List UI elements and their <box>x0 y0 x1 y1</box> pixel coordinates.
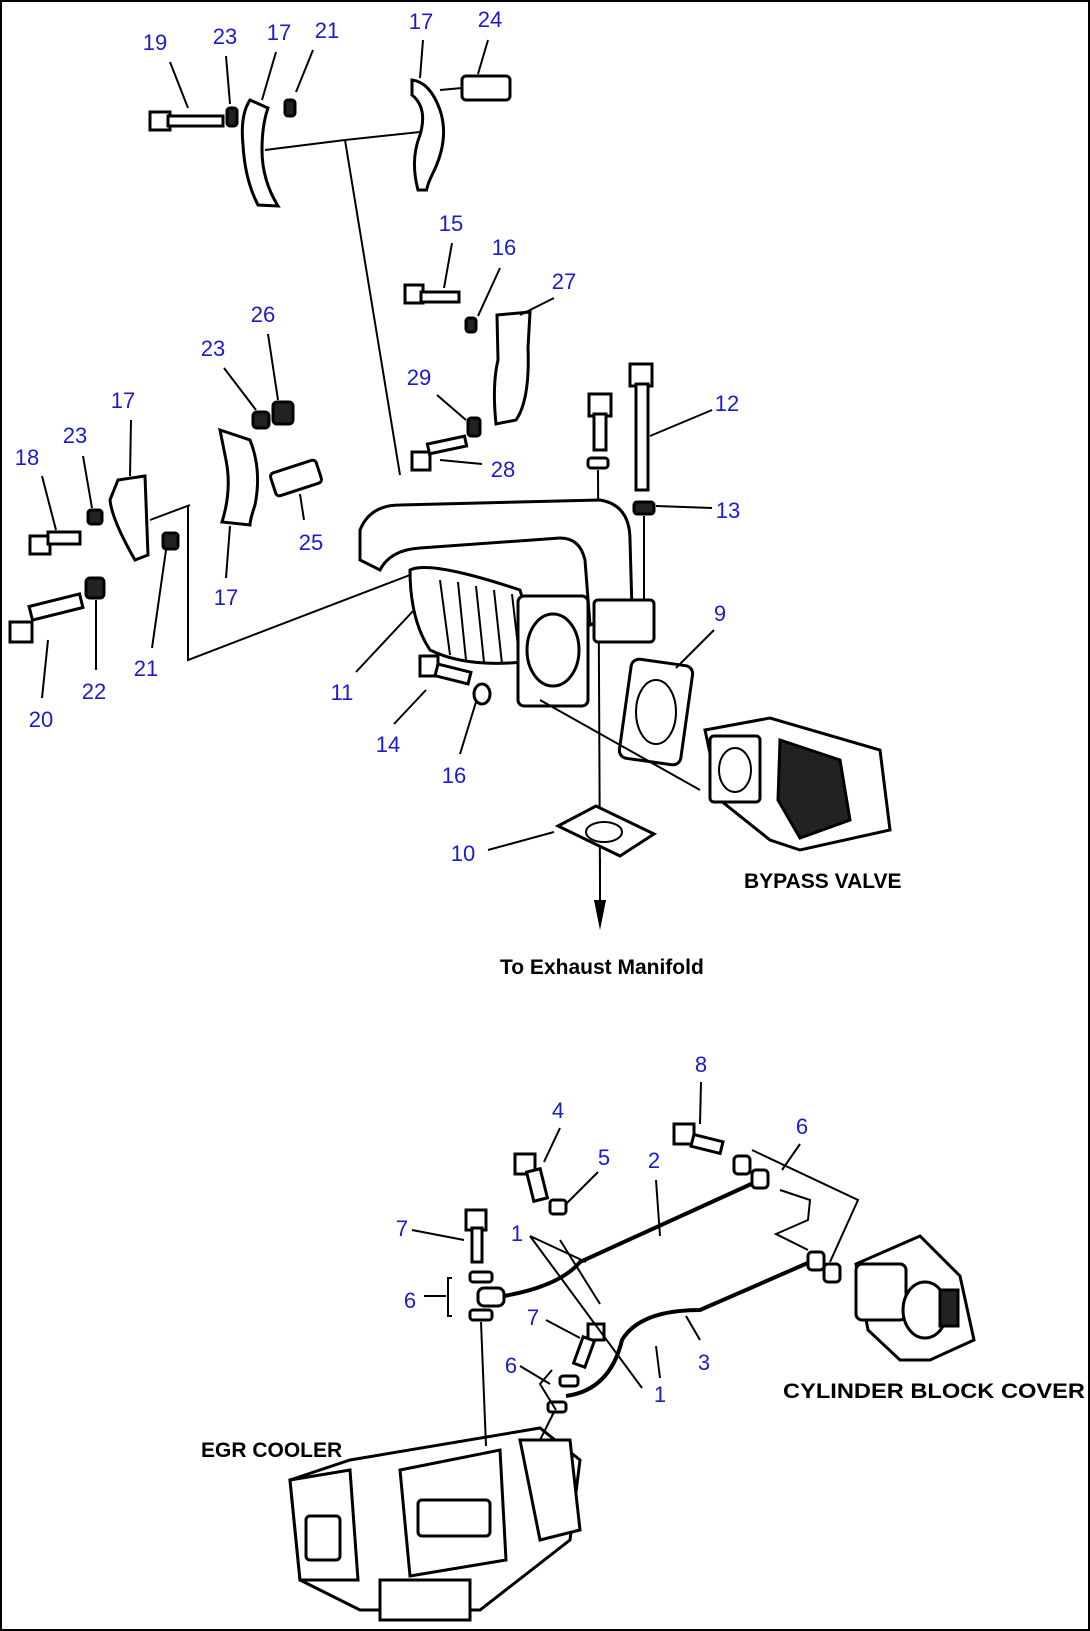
nut-22 <box>84 576 106 600</box>
washer-16-lower <box>472 682 492 706</box>
pipe-2 <box>503 1178 761 1298</box>
bolt-7-lower <box>571 1322 606 1370</box>
callout-6: 6 <box>796 1114 808 1139</box>
washer-6-c <box>558 1374 580 1388</box>
bolt-14 <box>418 654 473 686</box>
callout-10: 10 <box>451 841 475 866</box>
spacer-25 <box>269 458 323 498</box>
callout-6: 6 <box>404 1288 416 1313</box>
egr-cooler <box>288 1426 582 1622</box>
clamp-17-top-right <box>410 78 446 192</box>
bolt-12 <box>628 362 654 492</box>
connector-b <box>750 1168 770 1190</box>
upper-assembly <box>8 39 892 930</box>
washer-29 <box>466 416 482 438</box>
nut-21-left <box>161 531 180 551</box>
callout-17: 17 <box>267 20 291 45</box>
callout-17: 17 <box>111 388 135 413</box>
callout-1: 1 <box>511 1221 523 1246</box>
clamp-17-left <box>108 474 150 562</box>
callout-12: 12 <box>715 391 739 416</box>
callout-21: 21 <box>134 656 158 681</box>
spacer-24 <box>439 74 512 102</box>
callout-21: 21 <box>315 18 339 43</box>
bolt-4 <box>513 1152 550 1204</box>
callout-19: 19 <box>143 30 167 55</box>
bypass-valve <box>703 716 892 852</box>
bolt-28 <box>410 434 469 472</box>
callout-17: 17 <box>409 9 433 34</box>
bolt-19 <box>148 110 225 132</box>
callout-25: 25 <box>299 530 323 555</box>
caption-egr-cooler: EGR COOLER <box>201 1439 342 1462</box>
bolt-short <box>587 392 613 452</box>
washer-23-mid <box>251 410 271 430</box>
callout-16: 16 <box>442 763 466 788</box>
callout-8: 8 <box>695 1052 707 1077</box>
callout-24: 24 <box>478 7 502 32</box>
callout-7: 7 <box>527 1305 539 1330</box>
gasket-9 <box>617 657 695 767</box>
washer-13 <box>632 500 656 516</box>
banjo-fitting <box>476 1286 506 1308</box>
exhaust-pipe-11 <box>358 498 656 708</box>
connector-c <box>806 1250 826 1272</box>
callout-11: 11 <box>331 680 354 705</box>
callout-3: 3 <box>698 1350 710 1375</box>
callout-26: 26 <box>251 302 275 327</box>
pipe-3 <box>565 1260 811 1398</box>
nut-26 <box>271 400 295 426</box>
caption-cylinder-block-cover: CYLINDER BLOCK COVER <box>783 1380 1085 1403</box>
washer-6-b <box>468 1308 494 1322</box>
bolt-15 <box>403 283 461 305</box>
nut-21-top <box>283 98 297 118</box>
bolt-18 <box>28 530 82 556</box>
cylinder-block-cover <box>854 1234 976 1362</box>
washer-6-a <box>468 1270 494 1284</box>
callout-29: 29 <box>407 365 431 390</box>
connector-d <box>822 1262 842 1284</box>
callout-5: 5 <box>598 1145 610 1170</box>
gasket-10 <box>554 804 658 858</box>
washer-6-d <box>546 1400 568 1414</box>
callout-13: 13 <box>716 498 740 523</box>
callout-20: 20 <box>29 707 53 732</box>
callout-15: 15 <box>439 211 463 236</box>
lower-assembly <box>288 1081 976 1622</box>
callout-16: 16 <box>492 235 516 260</box>
callout-9: 9 <box>714 601 726 626</box>
washer-16-top <box>464 316 478 334</box>
callout-23: 23 <box>63 423 87 448</box>
bolt-7-upper <box>464 1208 488 1264</box>
callout-22: 22 <box>82 679 106 704</box>
washer-5 <box>548 1198 568 1216</box>
washer-23-left <box>86 508 104 526</box>
callout-27: 27 <box>552 269 576 294</box>
callout-23: 23 <box>201 336 225 361</box>
clamp-17-top-left <box>240 98 281 208</box>
washer-23-top <box>225 106 239 128</box>
callout-28: 28 <box>491 457 515 482</box>
clamp-27 <box>492 310 532 426</box>
callout-2: 2 <box>648 1148 660 1173</box>
callout-17: 17 <box>214 585 238 610</box>
bolt-8 <box>672 1122 725 1156</box>
callout-14: 14 <box>376 732 400 757</box>
connector-a <box>732 1154 752 1176</box>
bolt-20 <box>8 592 85 644</box>
callout-18: 18 <box>15 445 39 470</box>
washer-short <box>586 456 610 470</box>
callout-4: 4 <box>552 1098 564 1123</box>
callout-1: 1 <box>654 1382 666 1407</box>
clamp-17-right <box>218 427 260 527</box>
down-arrow-icon <box>594 858 606 930</box>
callout-6: 6 <box>505 1353 517 1378</box>
caption-to-exhaust-manifold: To Exhaust Manifold <box>500 956 704 979</box>
caption-bypass-valve: BYPASS VALVE <box>744 870 902 893</box>
callout-7: 7 <box>396 1216 408 1241</box>
callout-23: 23 <box>213 24 237 49</box>
